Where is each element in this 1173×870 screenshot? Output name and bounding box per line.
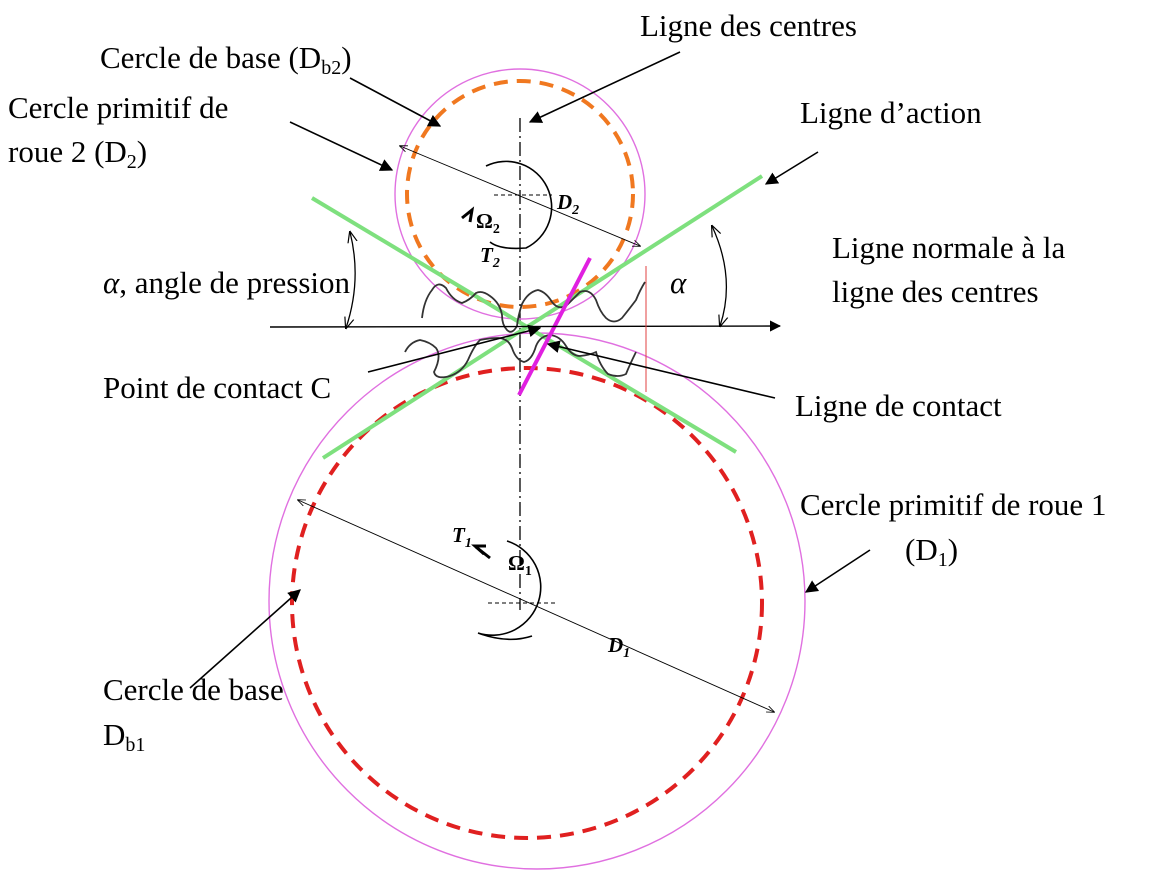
leader-ligne-contact: [546, 340, 776, 399]
label-cercle-base-1-line1: Cercle de base: [103, 672, 284, 707]
gear-teeth-lower: [404, 334, 637, 379]
omega2-arrow: [461, 206, 475, 223]
symbol-d1: D1: [607, 633, 630, 661]
label-cercle-base-1-line2: Db1: [103, 717, 145, 756]
leader-cercle-primitif-2: [289, 121, 394, 171]
label-ligne-normale-line1: Ligne normale à la: [832, 230, 1065, 265]
label-ligne-normale-line2: ligne des centres: [832, 274, 1039, 309]
rotation-arc-2: [485, 160, 553, 250]
label-alpha-left: α, angle de pression: [103, 265, 350, 300]
symbol-omega1: Ω1: [508, 551, 532, 579]
rotation-arc-1: [477, 540, 542, 641]
label-cercle-base-2: Cercle de base (Db2): [100, 40, 352, 79]
symbol-t2: T2: [480, 243, 500, 271]
label-ligne-action: Ligne d’action: [800, 95, 982, 130]
alpha-arc-right: [712, 226, 726, 326]
label-cercle-primitif-1-line2: (D1): [905, 532, 958, 571]
label-alpha-right: α: [670, 265, 687, 300]
leader-cercle-primitif-1: [804, 549, 871, 593]
symbol-omega2: Ω2: [476, 209, 500, 237]
label-ligne-centres: Ligne des centres: [640, 8, 857, 43]
label-point-contact: Point de contact C: [103, 370, 331, 405]
gear-teeth-upper: [421, 281, 646, 333]
alpha-arc-left: [346, 232, 355, 328]
pitch-circle-1: [268, 332, 806, 870]
label-cercle-primitif-2-line2: roue 2 (D2): [8, 134, 147, 173]
action-line-1: [310, 196, 738, 454]
leader-cercle-base-1: [189, 589, 301, 689]
label-ligne-contact: Ligne de contact: [795, 388, 1002, 423]
pitch-circle-2: [394, 68, 646, 320]
leader-point-contact: [367, 324, 542, 373]
t1-arrow-stem: [475, 545, 491, 560]
symbol-d2: D2: [556, 190, 579, 218]
symbol-t1: T1: [452, 523, 472, 551]
leader-ligne-action: [764, 151, 819, 185]
leader-cercle-base-2: [349, 77, 442, 127]
diameter-d2-line: [400, 146, 640, 246]
label-cercle-primitif-1-line1: Cercle primitif de roue 1: [800, 487, 1106, 522]
leader-ligne-centres: [528, 51, 681, 123]
label-cercle-primitif-2-line1: Cercle primitif de: [8, 90, 228, 125]
action-line-2: [321, 174, 764, 460]
